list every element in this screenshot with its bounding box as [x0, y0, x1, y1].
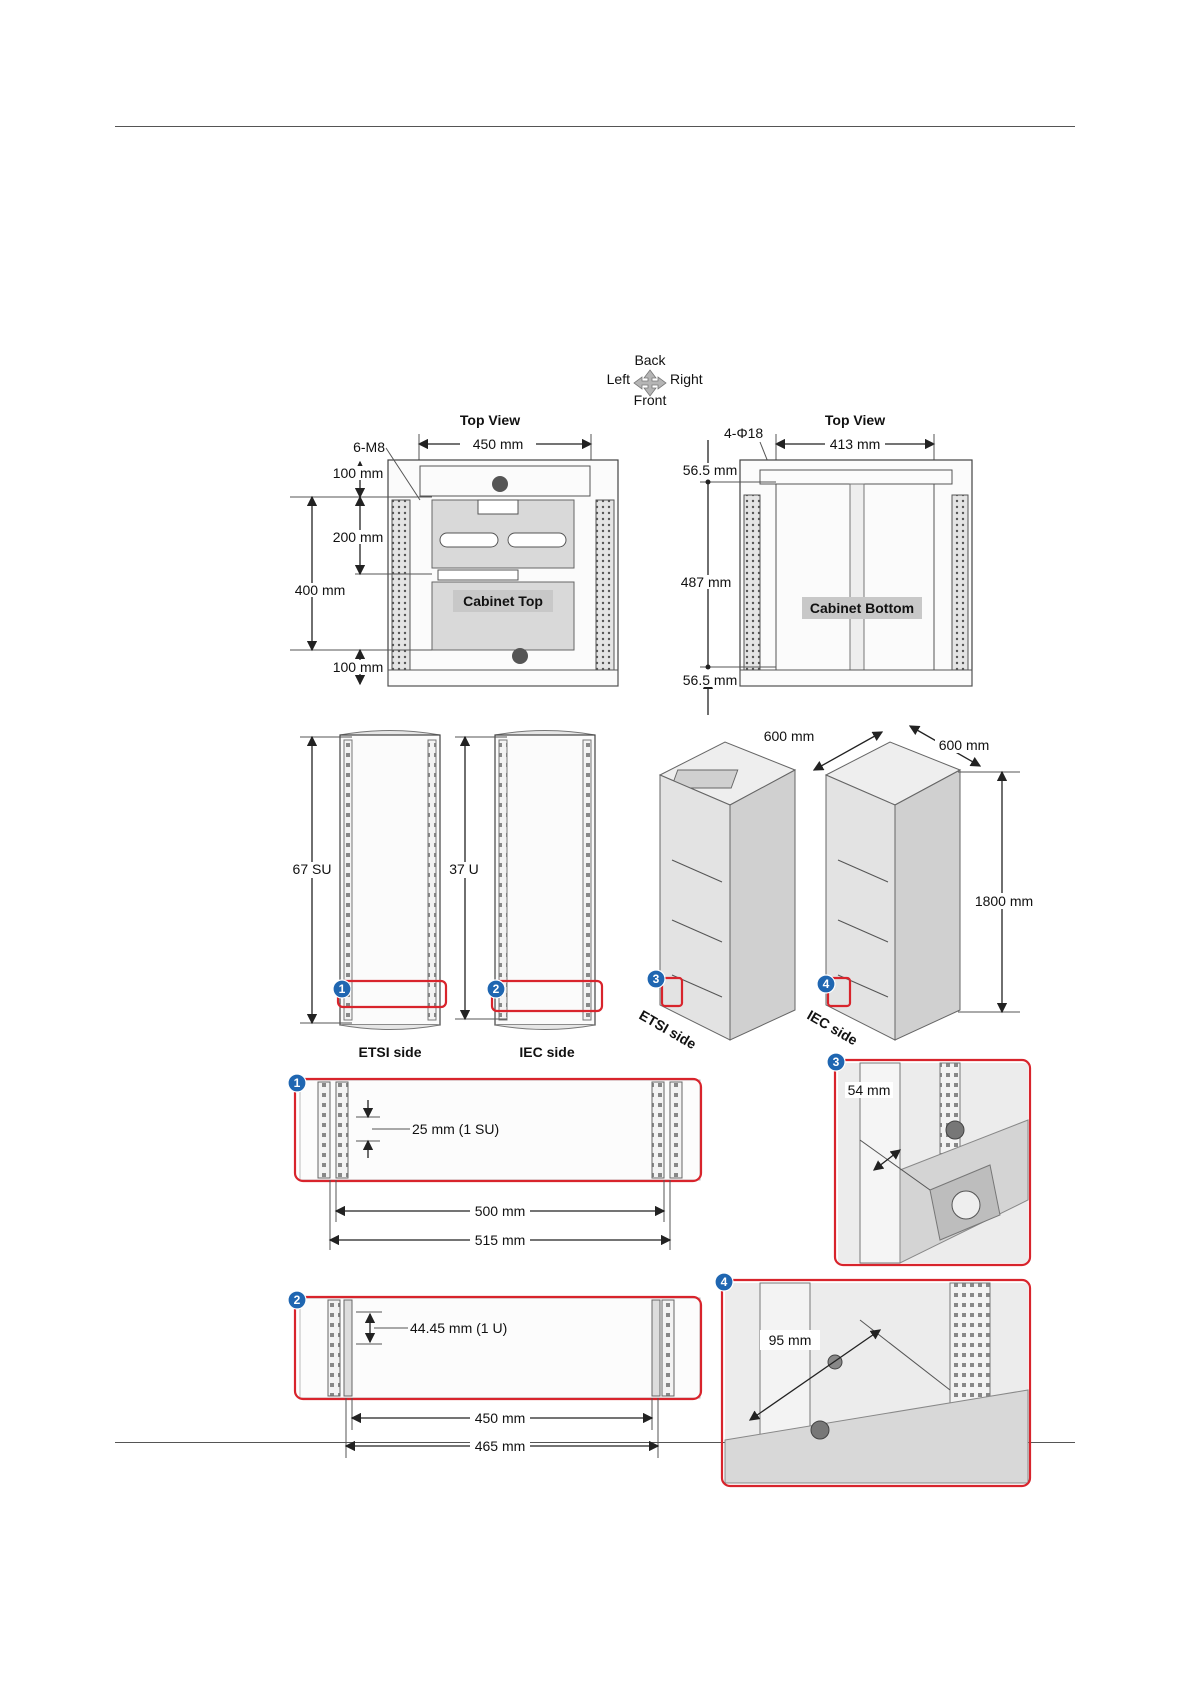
compass-back-label: Back — [634, 352, 666, 368]
cabinet-bottom-caption: Cabinet Bottom — [810, 600, 914, 616]
iec-front-view: 37 U IEC side — [446, 731, 602, 1061]
detail-4-dim-label: 95 mm — [769, 1332, 812, 1348]
cabinet-top-caption: Cabinet Top — [463, 593, 543, 609]
svg-text:1: 1 — [294, 1076, 301, 1090]
svg-text:3: 3 — [653, 972, 660, 986]
detail-2-inner-label: 450 mm — [475, 1410, 526, 1426]
top-view-left: Top View 450 mm Cabinet Top 6-M8 100 — [290, 412, 618, 686]
svg-text:2: 2 — [294, 1293, 301, 1307]
iso-depth-label: 600 mm — [764, 728, 815, 744]
top-view-right: Top View 4-Φ18 413 mm Cabinet Bottom 56.… — [678, 412, 972, 715]
svg-text:4: 4 — [823, 977, 830, 991]
detail-2-iec-rack: 44.45 mm (1 U) 450 mm 465 mm — [295, 1297, 701, 1458]
detail-4-iec-corner: 95 mm — [722, 1280, 1030, 1486]
iso-width-label: 600 mm — [939, 737, 990, 753]
etsi-height-label: 67 SU — [293, 861, 332, 877]
badge-4-detail: 4 — [715, 1273, 733, 1291]
top-view-left-title: Top View — [460, 412, 520, 428]
etsi-side-label: ETSI side — [358, 1044, 421, 1060]
orientation-compass: Back Left Right Front — [607, 352, 703, 408]
badge-2: 2 — [487, 980, 505, 998]
detail-1-pitch-label: 25 mm (1 SU) — [412, 1121, 499, 1137]
etsi-isometric-cabinet: ETSI side — [637, 742, 796, 1052]
holes-m8-label: 6-M8 — [353, 439, 385, 455]
detail-1-outer-label: 515 mm — [475, 1232, 526, 1248]
top-right-d1-label: 56.5 mm — [683, 462, 737, 478]
svg-text:3: 3 — [833, 1055, 840, 1069]
svg-text:1: 1 — [339, 982, 346, 996]
badge-1: 1 — [333, 980, 351, 998]
top-left-d1-label: 100 mm — [333, 465, 384, 481]
detail-2-pitch-label: 44.45 mm (1 U) — [410, 1320, 507, 1336]
iec-side-label: IEC side — [519, 1044, 574, 1060]
top-left-d2-label: 200 mm — [333, 529, 384, 545]
top-right-d2-label: 487 mm — [681, 574, 732, 590]
iec-isometric-cabinet: IEC side 600 mm 600 mm 1800 mm — [760, 726, 1036, 1048]
compass-left-label: Left — [607, 371, 630, 387]
etsi-front-view: 67 SU ETSI side — [288, 731, 446, 1061]
top-right-width-label: 413 mm — [830, 436, 881, 452]
badge-4: 4 — [817, 975, 835, 993]
badge-3: 3 — [647, 970, 665, 988]
detail-1-inner-label: 500 mm — [475, 1203, 526, 1219]
top-view-right-title: Top View — [825, 412, 885, 428]
detail-3-etsi-corner: 54 mm — [835, 1060, 1030, 1265]
top-left-width-label: 450 mm — [473, 436, 524, 452]
iso-height-label: 1800 mm — [975, 893, 1033, 909]
badge-2-detail: 2 — [288, 1291, 306, 1309]
badge-3-detail: 3 — [827, 1053, 845, 1071]
svg-text:4: 4 — [721, 1275, 728, 1289]
badge-1-detail: 1 — [288, 1074, 306, 1092]
top-left-d3-label: 400 mm — [295, 582, 346, 598]
top-right-d3-label: 56.5 mm — [683, 672, 737, 688]
top-left-d4-label: 100 mm — [333, 659, 384, 675]
detail-1-etsi-rack: 25 mm (1 SU) 500 mm 515 mm — [295, 1079, 701, 1250]
detail-2-outer-label: 465 mm — [475, 1438, 526, 1454]
detail-3-dim-label: 54 mm — [848, 1082, 891, 1098]
compass-right-label: Right — [670, 371, 703, 387]
holes-phi18-label: 4-Φ18 — [724, 425, 763, 441]
svg-text:2: 2 — [493, 982, 500, 996]
iec-height-label: 37 U — [449, 861, 479, 877]
